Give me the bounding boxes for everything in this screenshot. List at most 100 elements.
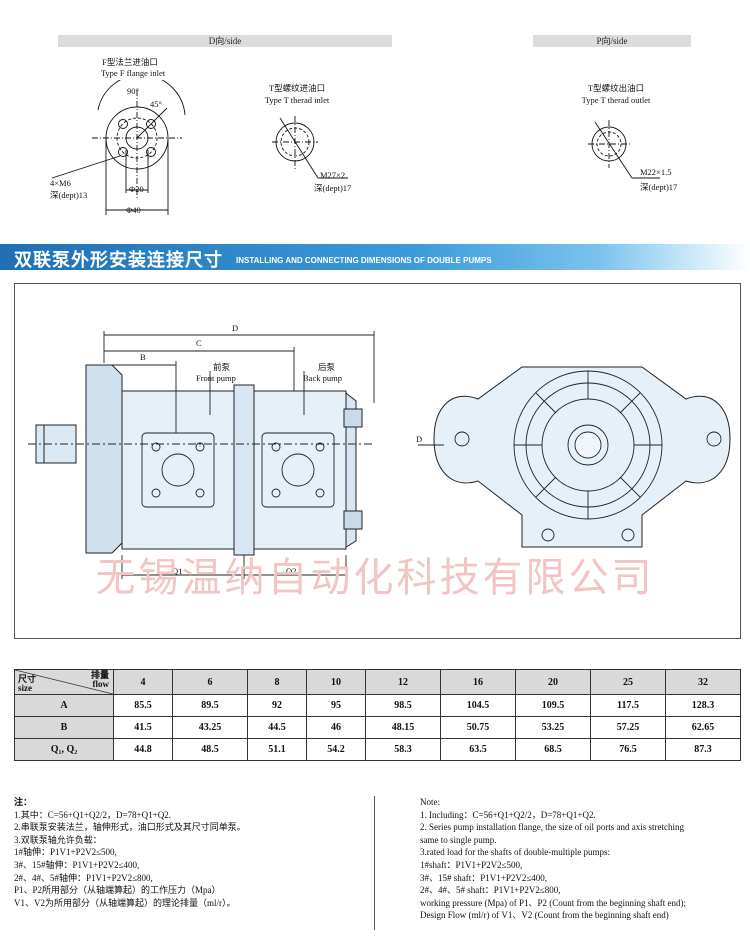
- dim-b-label: B: [140, 352, 146, 362]
- dim-q2-label: Q2: [286, 566, 297, 576]
- table-cell: 87.3: [664, 738, 742, 761]
- pump-drawing-box: [14, 283, 741, 639]
- table-row-label: B: [14, 716, 114, 739]
- note-line: 3.rated load for the shafts of double-mu…: [420, 847, 610, 858]
- dia-40-label: Φ40: [126, 205, 141, 215]
- table-flow-header: 32: [664, 669, 742, 695]
- d-side-label-bar: D向/side: [58, 35, 392, 47]
- table-cell: 51.1: [246, 738, 308, 761]
- note-line: 注：: [14, 797, 33, 807]
- table-cell: 54.2: [306, 738, 367, 761]
- table-cell: 53.25: [515, 716, 591, 739]
- company-watermark: 无锡温纳自动化科技有限公司: [95, 555, 655, 601]
- table-cell: 98.5: [365, 694, 442, 717]
- table-cell: 46: [306, 716, 367, 739]
- dim-q1-label: Q1: [172, 566, 183, 576]
- thread-inlet-title-cn: T型螺纹进油口: [268, 83, 326, 93]
- table-flow-header: 16: [440, 669, 516, 695]
- note-line: 2. Series pump installation flange, the …: [420, 822, 684, 833]
- table-cell: 62.65: [664, 716, 742, 739]
- bolt-depth-label: 深(dept)13: [50, 190, 88, 200]
- table-cell: 117.5: [589, 694, 666, 717]
- table-flow-header: 12: [365, 669, 442, 695]
- table-cell: 50.75: [440, 716, 516, 739]
- table-cell: 95: [306, 694, 367, 717]
- thread-inlet-title-en: Type T therad inlet: [264, 95, 330, 105]
- thread-outlet-title-cn: T型螺纹出油口: [587, 83, 645, 93]
- notes-chinese: 注： 1.其中：C=56+Q1+Q2/2，D=78+Q1+Q2. 2.串联泵安装…: [14, 796, 375, 930]
- flange-inlet-drawing: [51, 80, 186, 215]
- table-cell: 57.25: [589, 716, 666, 739]
- thread-inlet-depth-label: 深(dept)17: [314, 183, 352, 193]
- table-flow-header: 8: [246, 669, 308, 695]
- note-line: Design Flow (ml/r) of V1、V2 (Count from …: [420, 910, 669, 921]
- table-flow-header: 10: [306, 669, 367, 695]
- table-row: B 41.5 43.25 44.5 46 48.15 50.75 53.25 5…: [14, 716, 742, 739]
- table-cell: 41.5: [112, 716, 174, 739]
- note-line: 1#轴伸：P1V1+P2V2≤500,: [14, 847, 117, 858]
- table-cell: 109.5: [515, 694, 591, 717]
- back-pump-label-en: Back pump: [303, 373, 342, 383]
- front-pump-label-en: Front pump: [196, 373, 236, 383]
- table-cell: 63.5: [440, 738, 516, 761]
- back-pump-label-cn: 后泵: [318, 362, 336, 372]
- d-side-label: D向/side: [208, 36, 242, 46]
- table-cell: 68.5: [515, 738, 591, 761]
- note-line: 2#、4#、5# shaft：P1V1+P2V2≤800,: [420, 885, 561, 896]
- table-cell: 48.5: [172, 738, 248, 761]
- thread-outlet-title-en: Type T therad outlet: [581, 95, 651, 105]
- notes-english: Note: 1. Including：C=56+Q1+Q2/2，D=78+Q1+…: [420, 796, 748, 930]
- note-line: 2#、4#、5#轴伸：P1V1+P2V2≤800,: [14, 872, 153, 883]
- angle-90-label: 90°: [127, 86, 139, 96]
- banner-title-cn: 双联泵外形安装连接尺寸: [14, 250, 223, 270]
- p-side-label: P向/side: [596, 36, 628, 46]
- table-cell: 85.5: [112, 694, 174, 717]
- table-flow-header: 6: [172, 669, 248, 695]
- note-line: 2.串联泵安装法兰，轴伸形式，油口形式及其尺寸同单泵。: [14, 822, 246, 833]
- dim-d-label: D: [232, 323, 239, 333]
- banner-title-en: INSTALLING AND CONNECTING DIMENSIONS OF …: [236, 256, 492, 265]
- table-cell: 89.5: [172, 694, 248, 717]
- note-line: P1、P2所用部分（从轴端算起）的工作压力（Mpa）: [14, 885, 221, 896]
- table-row-label: Q₁, Q₂: [14, 738, 114, 761]
- section-banner: 双联泵外形安装连接尺寸 INSTALLING AND CONNECTING DI…: [0, 244, 750, 270]
- table-flow-header: 20: [515, 669, 591, 695]
- header-size-cn: 尺寸: [18, 674, 37, 684]
- table-row: Q₁, Q₂ 44.8 48.5 51.1 54.2 58.3 63.5 68.…: [14, 738, 742, 761]
- note-line: Note:: [420, 797, 440, 807]
- header-size-en: size: [18, 683, 32, 693]
- table-row-label: A: [14, 694, 114, 717]
- angle-45-label: 45°: [150, 99, 162, 109]
- thread-inlet-drawing: [272, 116, 348, 179]
- note-line: 1.其中：C=56+Q1+Q2/2，D=78+Q1+Q2.: [14, 809, 171, 820]
- note-line: working pressure (Mpa) of P1、P2 (Count f…: [420, 897, 686, 908]
- note-line: V1、V2为所用部分（从轴端算起）的理论排量（ml/r）。: [14, 897, 236, 908]
- front-pump-label-cn: 前泵: [213, 362, 231, 372]
- thread-outlet-depth-label: 深(dept)17: [640, 182, 678, 192]
- header-flow-cn: 排量: [90, 670, 109, 680]
- note-line: same to single pump.: [420, 834, 497, 845]
- thread-outlet-drawing: [588, 120, 660, 179]
- side-d-arrow-label: D: [416, 434, 423, 444]
- note-line: 1#shaft：P1V1+P2V2≤500,: [420, 859, 523, 870]
- dim-c-label: C: [196, 338, 202, 348]
- table-row: A 85.5 89.5 92 95 98.5 104.5 109.5 117.5…: [14, 694, 742, 717]
- note-line: 3.双联泵轴允许负载：: [14, 834, 102, 845]
- thread-inlet-size-label: M27×2: [320, 170, 346, 180]
- table-cell: 76.5: [589, 738, 666, 761]
- table-flow-header: 25: [589, 669, 666, 695]
- table-cell: 104.5: [440, 694, 516, 717]
- flange-inlet-title-cn: F型法兰进油口: [102, 57, 158, 67]
- table-cell: 43.25: [172, 716, 248, 739]
- dia-20-label: Φ20: [129, 184, 144, 194]
- table-cell: 48.15: [365, 716, 442, 739]
- note-line: 3#、15# shaft：P1V1+P2V2≤400,: [420, 872, 548, 883]
- table-cell: 58.3: [365, 738, 442, 761]
- header-flow-en: flow: [92, 679, 110, 689]
- p-side-label-bar: P向/side: [533, 35, 691, 47]
- table-cell: 44.8: [112, 738, 174, 761]
- bolt-spec-label: 4×M6: [50, 178, 71, 188]
